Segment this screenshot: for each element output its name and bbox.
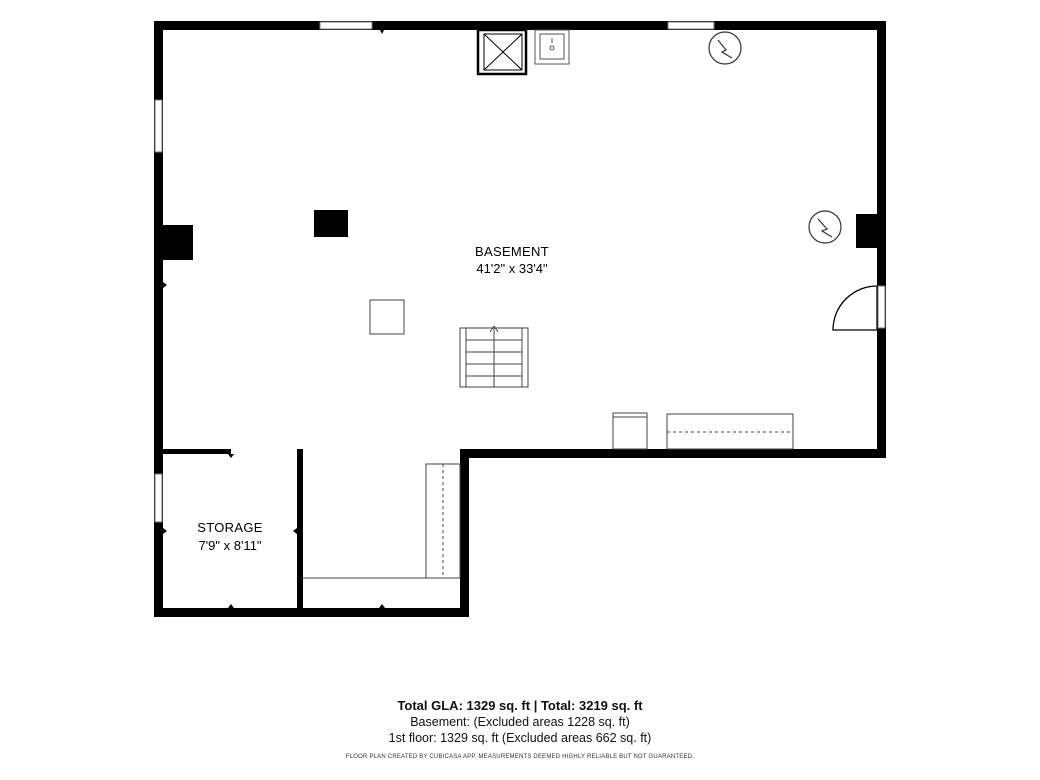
fixture-box (369, 299, 405, 335)
counter (666, 413, 794, 450)
room-label-basement: BASEMENT (475, 244, 549, 259)
markers (163, 30, 385, 608)
wall-step (460, 449, 469, 617)
column-block-center (314, 210, 348, 237)
first-floor-area-line: 1st floor: 1329 sq. ft (Excluded areas 6… (388, 731, 652, 745)
furnace-icon (708, 31, 742, 65)
furnace-icon (808, 210, 842, 244)
wall-storage-right (297, 449, 303, 608)
wall-left (154, 21, 163, 617)
window-icon (154, 473, 163, 523)
column-block-left (163, 225, 193, 260)
floor-plan: BASEMENT 41'2" x 33'4" STORAGE 7'9" x 8'… (154, 21, 886, 617)
water-heater-icon (476, 28, 528, 76)
window-icon (154, 99, 163, 153)
walls (154, 21, 886, 617)
total-area-summary: Total GLA: 1329 sq. ft | Total: 3219 sq.… (397, 698, 643, 713)
door-icon (832, 285, 878, 331)
room-label-storage: STORAGE (197, 520, 262, 535)
windows (154, 21, 886, 523)
room-dimensions-storage: 7'9" x 8'11" (198, 538, 261, 553)
window-icon (319, 21, 373, 30)
column-block-right (856, 214, 877, 248)
room-dimensions-basement: 41'2" x 33'4" (476, 261, 548, 276)
appliance-box (612, 412, 648, 450)
basement-area-line: Basement: (Excluded areas 1228 sq. ft) (410, 715, 630, 729)
window-icon (667, 21, 715, 30)
wall-right-upper (877, 21, 886, 457)
window-icon (877, 285, 886, 329)
disclaimer: FLOOR PLAN CREATED BY CUBICASA APP. MEAS… (345, 754, 695, 760)
closet-shelf (303, 463, 461, 579)
wall-basement-bottom (460, 449, 886, 458)
wall-top (154, 21, 886, 30)
wall-storage-top (163, 449, 231, 454)
sink-icon (534, 29, 570, 65)
wall-bottom (154, 608, 469, 617)
stairs-icon (459, 325, 529, 388)
